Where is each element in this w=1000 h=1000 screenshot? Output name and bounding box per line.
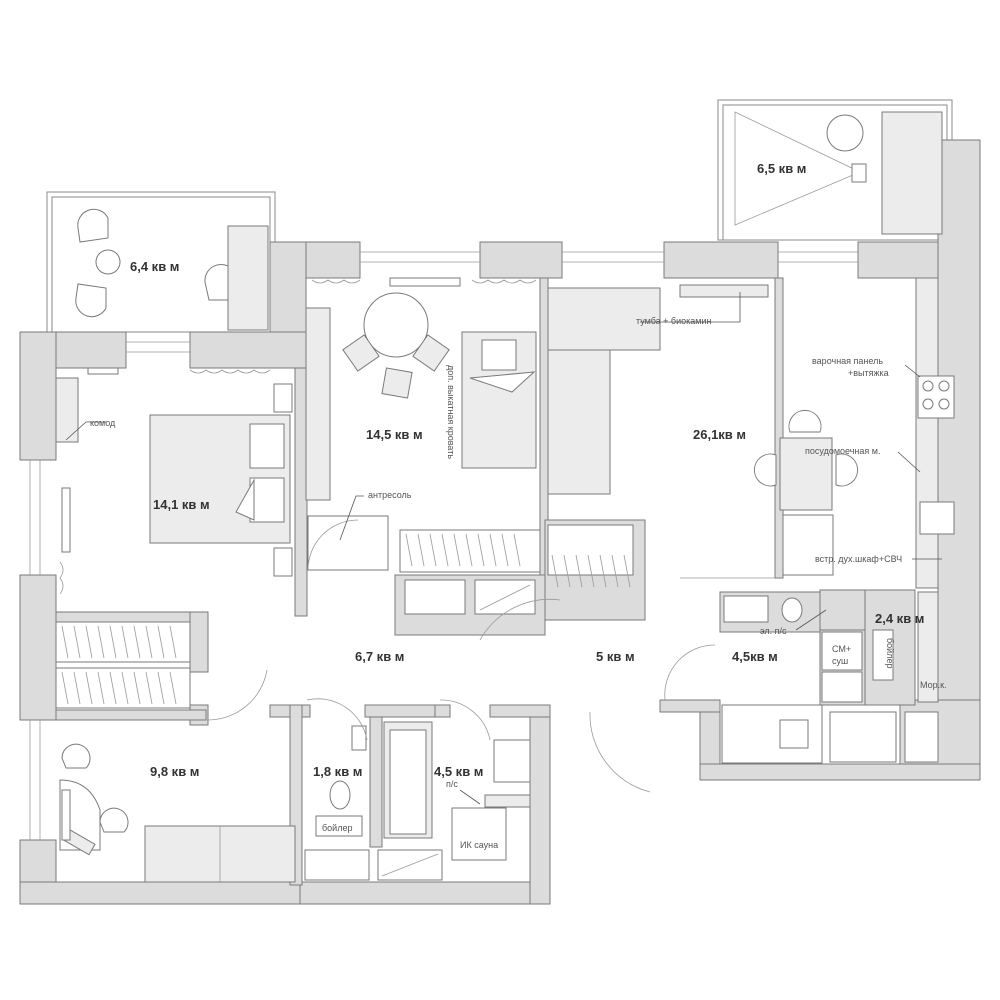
area-study: 9,8 кв м: [150, 764, 199, 779]
area-living-room: 26,1кв м: [693, 427, 746, 442]
area-kids-room: 14,5 кв м: [366, 427, 423, 442]
note-freezer: Мор.к.: [920, 680, 947, 690]
kitchen-furniture: [915, 277, 955, 589]
note-cooktop: варочная панель: [812, 356, 883, 366]
note-hood: +вытяжка: [848, 368, 889, 378]
balcony-left-furniture: [75, 208, 269, 331]
note-dishwasher: посудомоечная м.: [805, 446, 880, 456]
kids-room-furniture: [305, 277, 541, 615]
area-balcony-right: 6,5 кв м: [757, 161, 806, 176]
balcony-right-furniture: [734, 111, 943, 235]
note-washer: СМ+: [832, 644, 851, 654]
area-bathroom: 4,5 кв м: [434, 764, 483, 779]
note-mezzanine: антресоль: [368, 490, 412, 500]
area-wc: 1,8 кв м: [313, 764, 362, 779]
study-furniture: [59, 743, 296, 883]
note-sauna: ИК сауна: [460, 840, 498, 850]
note-dryer: суш: [832, 656, 848, 666]
note-tv-stand: тумба + биокамин: [636, 316, 711, 326]
note-el-panel: эл. п/с: [760, 626, 787, 636]
area-bedroom: 14,1 кв м: [153, 497, 210, 512]
note-pullout-bed: доп. выкатная кровать: [446, 365, 456, 459]
area-closet: 2,4 кв м: [875, 611, 924, 626]
living-room-furniture: [547, 284, 858, 588]
wardrobes-left: [55, 621, 191, 709]
note-boiler-wc: бойлер: [322, 823, 352, 833]
wc-furniture: [315, 725, 367, 837]
laundry-furniture: [721, 591, 939, 764]
windows: [29, 251, 858, 840]
area-corridor: 5 кв м: [596, 649, 635, 664]
bedroom-furniture: [55, 367, 293, 595]
note-dresser: комод: [90, 418, 116, 428]
note-oven: встр. дух.шкаф+СВЧ: [815, 554, 902, 564]
area-hall: 6,7 кв м: [355, 649, 404, 664]
area-laundry: 4,5кв м: [732, 649, 778, 664]
annotations: комод антресоль доп. выкатная кровать ту…: [65, 292, 947, 850]
note-boiler-right: бойлер: [885, 638, 895, 668]
doors: [206, 519, 716, 793]
note-riser: п/с: [446, 779, 458, 789]
bathroom-furniture: [304, 721, 531, 881]
area-balcony-left: 6,4 кв м: [130, 259, 179, 274]
